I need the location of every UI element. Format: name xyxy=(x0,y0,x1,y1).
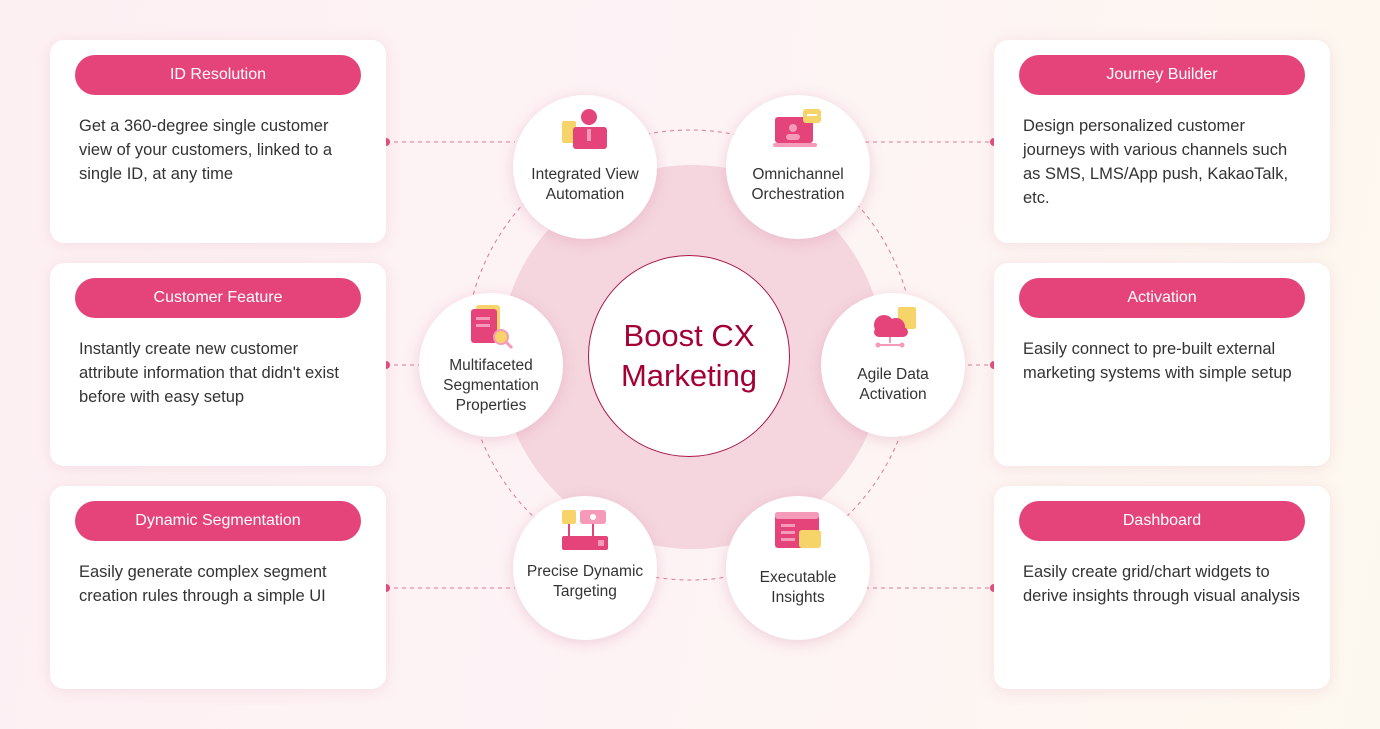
node-precise-dynamic-targeting: Precise Dynamic Targeting xyxy=(513,496,657,640)
node-integrated-view-automation: Integrated View Automation xyxy=(513,95,657,239)
card-description: Easily create grid/chart widgets to deri… xyxy=(1023,563,1300,605)
dashboard-window-icon xyxy=(775,512,821,548)
card-title: ID Resolution xyxy=(75,55,361,95)
card-dashboard: Dashboard Easily create grid/chart widge… xyxy=(994,486,1330,689)
laptop-chat-icon xyxy=(773,109,821,147)
center-title: Boost CX Marketing xyxy=(620,318,758,393)
card-description: Easily connect to pre-built external mar… xyxy=(1023,340,1292,382)
card-description: Get a 360-degree single customer view of… xyxy=(79,117,333,183)
node-executable-insights: Executable Insights xyxy=(726,496,870,640)
node-label: Omnichannel Orchestration xyxy=(751,166,845,203)
node-agile-data-activation: Agile Data Activation xyxy=(821,293,965,437)
node-multifaceted-segmentation: Multifaceted Segmentation Properties xyxy=(419,293,563,437)
node-omnichannel-orchestration: Omnichannel Orchestration xyxy=(726,95,870,239)
node-label: Multifaceted Segmentation Properties xyxy=(443,357,539,414)
node-label: Agile Data Activation xyxy=(857,366,929,403)
card-id-resolution: ID Resolution Get a 360-degree single cu… xyxy=(50,40,386,243)
card-title: Journey Builder xyxy=(1019,55,1305,95)
node-label: Precise Dynamic Targeting xyxy=(526,563,644,600)
card-description: Instantly create new customer attribute … xyxy=(79,340,339,406)
card-title: Customer Feature xyxy=(75,278,361,318)
card-journey-builder: Journey Builder Design personalized cust… xyxy=(994,40,1330,243)
network-target-icon xyxy=(562,510,608,550)
center-circle: Boost CX Marketing xyxy=(588,255,790,457)
cloud-network-icon xyxy=(874,307,916,348)
card-title: Activation xyxy=(1019,278,1305,318)
node-label: Executable Insights xyxy=(759,569,837,606)
card-customer-feature: Customer Feature Instantly create new cu… xyxy=(50,263,386,466)
card-title: Dynamic Segmentation xyxy=(75,501,361,541)
people-icon xyxy=(562,109,607,149)
card-description: Design personalized customer journeys wi… xyxy=(1023,117,1289,207)
card-description: Easily generate complex segment creation… xyxy=(79,563,327,605)
card-activation: Activation Easily connect to pre-built e… xyxy=(994,263,1330,466)
card-title: Dashboard xyxy=(1019,501,1305,541)
document-search-icon xyxy=(471,305,514,350)
node-label: Integrated View Automation xyxy=(531,166,639,203)
card-dynamic-segmentation: Dynamic Segmentation Easily generate com… xyxy=(50,486,386,689)
